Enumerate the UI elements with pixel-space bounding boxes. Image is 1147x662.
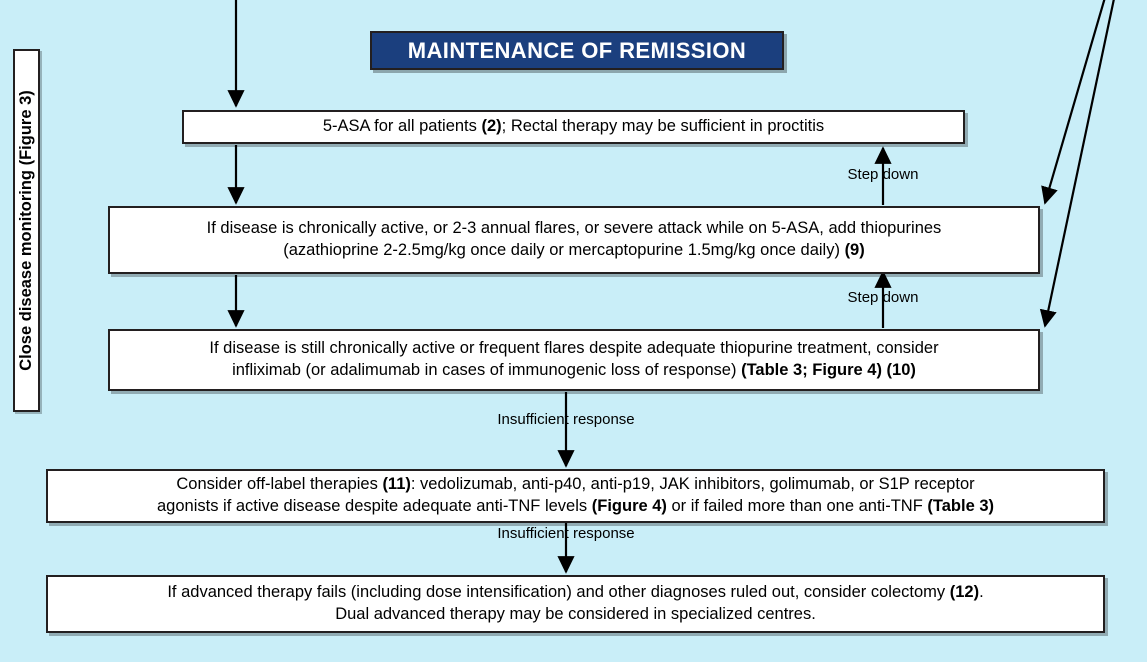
- node-thiopurines-line2-pre: (azathioprine 2-2.5mg/kg once daily or m…: [283, 241, 845, 259]
- node-5asa-text-pre: 5-ASA for all patients: [322, 117, 482, 136]
- node-colectomy-line1-pre: If advanced therapy fails (including dos…: [167, 583, 950, 602]
- node-offlabel-line1-pre: Consider off-label therapies: [176, 475, 383, 494]
- node-colectomy-ref: (12): [949, 583, 980, 602]
- node-offlabel-ref-table3: (Table 3): [927, 497, 994, 515]
- side-label-close-disease-monitoring: Close disease monitoring (Figure 3): [13, 49, 40, 412]
- node-thiopurines-line1: If disease is chronically active, or 2-3…: [206, 219, 942, 238]
- title-banner-text: MAINTENANCE OF REMISSION: [407, 37, 747, 63]
- node-infliximab-ref: (Table 3; Figure 4) (10): [741, 361, 916, 379]
- edge-label-insufficient-response-2: Insufficient response: [497, 525, 635, 542]
- node-infliximab: If disease is still chronically active o…: [108, 329, 1040, 391]
- node-5asa-maintenance: 5-ASA for all patients (2); Rectal thera…: [182, 110, 965, 144]
- node-5asa-ref: (2): [481, 117, 502, 136]
- node-thiopurines-ref: (9): [844, 241, 865, 259]
- node-offlabel-line2-mid: or if failed more than one anti-TNF: [666, 497, 928, 515]
- node-infliximab-line2-pre: infliximab (or adalimumab in cases of im…: [232, 361, 742, 379]
- edge-label-step-down-2: Step down: [847, 289, 919, 306]
- node-thiopurines: If disease is chronically active, or 2-3…: [108, 206, 1040, 274]
- side-label-text: Close disease monitoring (Figure 3): [17, 90, 35, 371]
- node-offlabel-ref-figure4: (Figure 4): [591, 497, 667, 515]
- node-colectomy-line1-post: .: [979, 583, 984, 602]
- arrow-external-to-infliximab: [1039, 0, 1115, 328]
- node-colectomy-line2: Dual advanced therapy may be considered …: [335, 605, 816, 623]
- edge-label-insufficient-response-1: Insufficient response: [497, 411, 635, 428]
- node-infliximab-line1: If disease is still chronically active o…: [209, 339, 939, 358]
- node-offlabel-line1-post: : vedolizumab, anti-p40, anti-p19, JAK i…: [410, 475, 975, 494]
- arrow-external-to-thiopurines: [1041, 0, 1106, 205]
- node-offlabel-ref: (11): [382, 475, 411, 494]
- node-offlabel-line2-pre: agonists if active disease despite adequ…: [157, 497, 592, 515]
- node-colectomy: If advanced therapy fails (including dos…: [46, 575, 1105, 633]
- node-5asa-text-post: ; Rectal therapy may be sufficient in pr…: [501, 117, 825, 136]
- title-banner: MAINTENANCE OF REMISSION: [370, 31, 784, 70]
- edge-label-step-down-1: Step down: [847, 166, 919, 183]
- node-off-label-therapies: Consider off-label therapies (11): vedol…: [46, 469, 1105, 523]
